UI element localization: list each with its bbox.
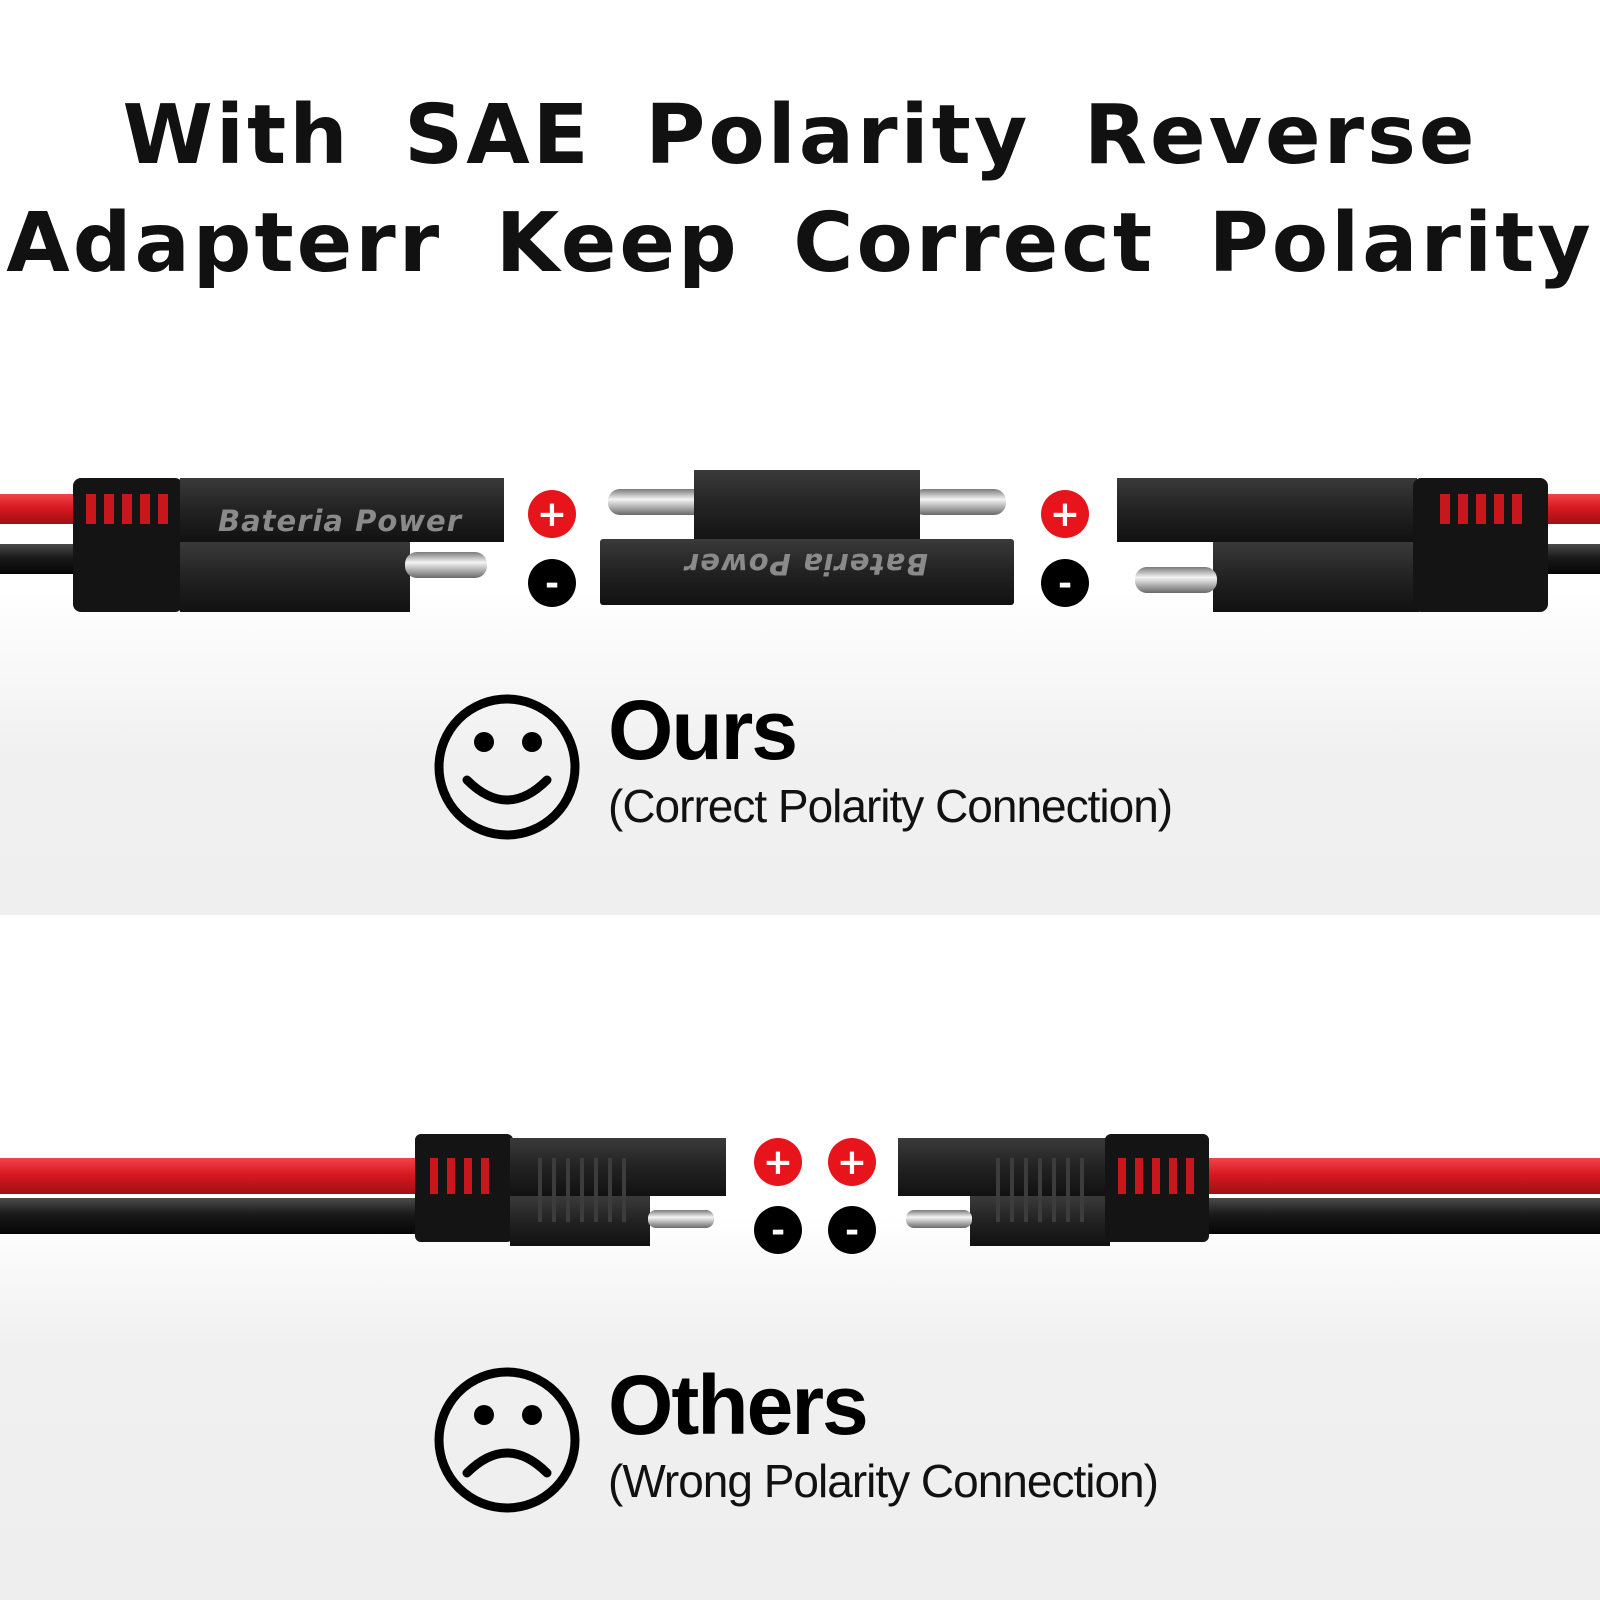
negative-badge [1041, 559, 1089, 607]
black-wire [1200, 1198, 1600, 1234]
connector-body [1117, 478, 1417, 542]
ours-subtitle: (Correct Polarity Connection) [608, 780, 1173, 832]
headline-line-1: With SAE Polarity Reverse [122, 88, 1478, 183]
adapter-pin-left [608, 489, 718, 515]
smiley-face-icon [434, 694, 580, 840]
positive-badge [828, 1138, 876, 1186]
ours-polarity-right: + - [1041, 490, 1089, 607]
connector-body [510, 1138, 726, 1196]
others-polarity-right: + - [828, 1138, 876, 1254]
adapter-brand-label: Bateria Power [683, 547, 928, 581]
negative-sign: - [845, 1211, 859, 1251]
negative-badge [754, 1206, 802, 1254]
polarity-reverse-adapter: Bateria Power [600, 470, 1014, 605]
connector-body [898, 1138, 1108, 1196]
metal-pin [648, 1210, 714, 1228]
positive-badge [754, 1138, 802, 1186]
ours-right-connector [1117, 478, 1548, 612]
strain-relief [73, 478, 183, 612]
positive-sign: + [1050, 494, 1080, 535]
red-wire [1200, 1158, 1600, 1194]
metal-pin [405, 552, 487, 578]
others-left-cable [0, 1158, 420, 1234]
adapter-pin-right [912, 489, 1006, 515]
ours-polarity-left: + - [528, 490, 576, 607]
positive-badge [1041, 490, 1089, 538]
negative-sign: - [545, 564, 559, 604]
others-right-cable [1200, 1158, 1600, 1234]
sad-face-icon [434, 1367, 580, 1513]
negative-badge [828, 1206, 876, 1254]
positive-sign: + [763, 1142, 793, 1183]
others-section [0, 915, 1600, 1600]
negative-sign: - [1058, 564, 1072, 604]
ours-left-connector: Bateria Power [73, 478, 504, 612]
others-subtitle: (Wrong Polarity Connection) [608, 1455, 1159, 1507]
negative-sign: - [771, 1211, 785, 1251]
others-title: Others [608, 1358, 869, 1452]
positive-sign: + [537, 494, 567, 535]
others-right-connector [898, 1134, 1209, 1246]
positive-sign: + [837, 1142, 867, 1183]
connector-body [180, 478, 504, 542]
negative-badge [528, 559, 576, 607]
metal-pin [1135, 567, 1217, 593]
headline-line-2: Adapterr Keep Correct Polarity [6, 196, 1594, 291]
ours-section [0, 0, 1600, 915]
metal-pin [906, 1210, 972, 1228]
ours-title: Ours [608, 683, 798, 777]
adapter-top-body [694, 470, 920, 546]
adapter-bottom-body [600, 539, 1014, 605]
brand-label: Bateria Power [218, 504, 463, 538]
black-wire [0, 1198, 420, 1234]
others-polarity-left: + - [754, 1138, 802, 1254]
red-wire [0, 1158, 420, 1194]
others-left-connector [415, 1134, 726, 1246]
positive-badge [528, 490, 576, 538]
